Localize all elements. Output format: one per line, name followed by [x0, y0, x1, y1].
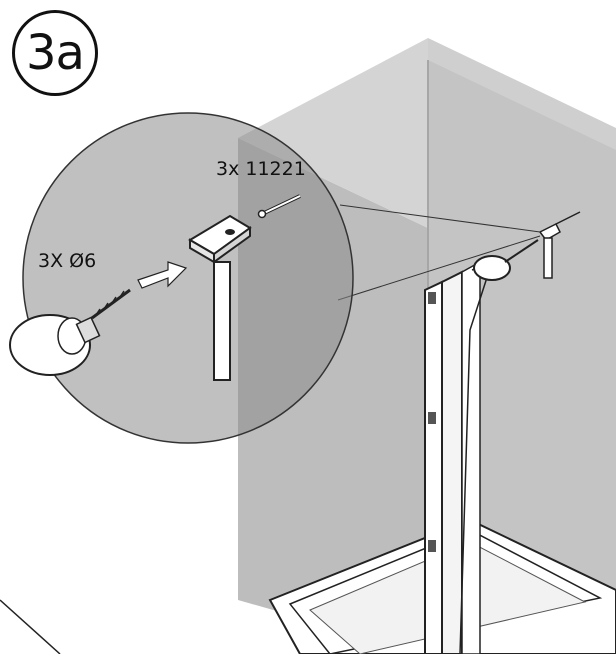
step-badge: 3a: [12, 10, 98, 96]
screw-icon: [257, 194, 301, 219]
drill-icon: [473, 239, 539, 281]
wall-bracket-icon: [538, 211, 581, 279]
wall-bracket-icon: [188, 214, 252, 381]
drill-icon: [9, 288, 131, 376]
magnifier-pointer: [337, 204, 541, 301]
shower-panel-icon: [424, 260, 494, 654]
magnifier-circle: [22, 112, 354, 444]
edge-line: [0, 599, 61, 654]
step-number: 3a: [26, 25, 85, 81]
left-wall-top: [238, 38, 428, 228]
screw-label: 3x 11221: [216, 158, 306, 180]
arrow-right-icon: [137, 261, 188, 289]
drill-bit-label: 3X Ø6: [38, 250, 97, 272]
